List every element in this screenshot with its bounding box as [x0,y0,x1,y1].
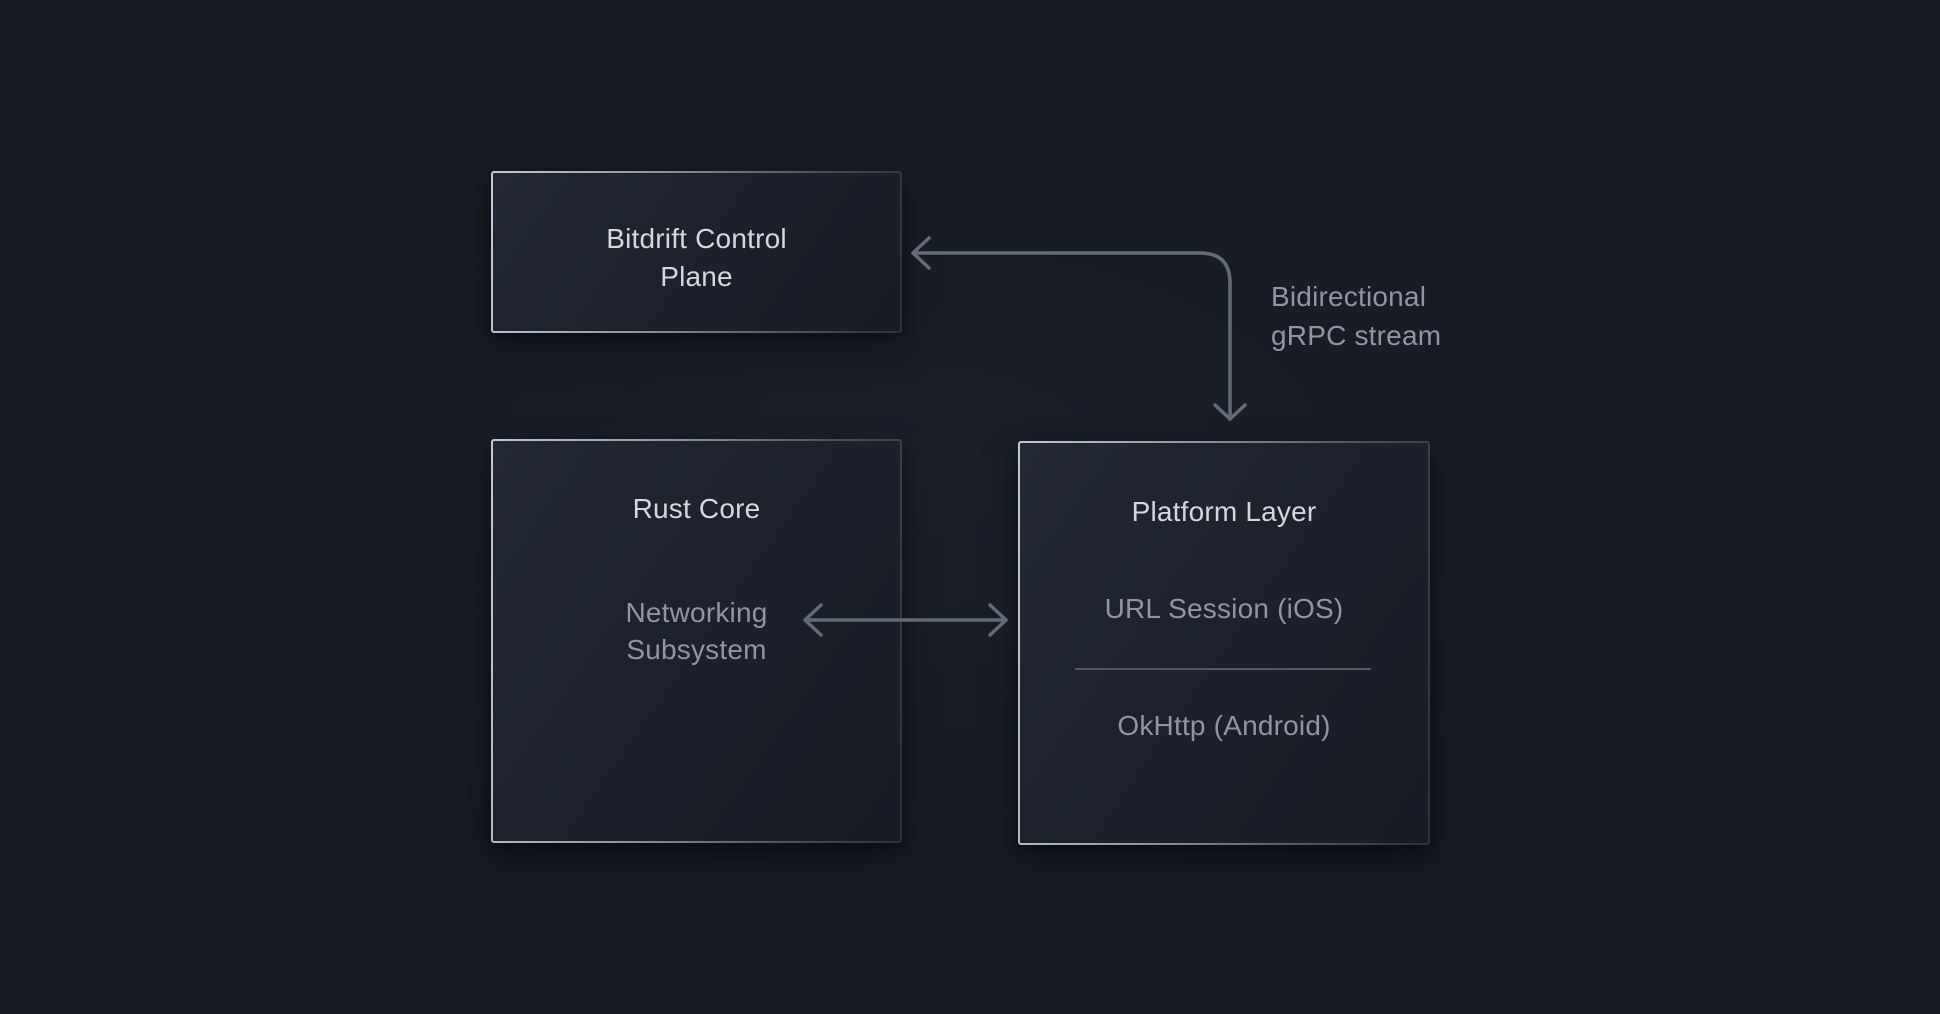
node-title: Rust Core [632,493,761,524]
platform-items-divider [1075,668,1371,670]
node-platform-layer: Platform Layer URL Session (iOS) OkHttp … [1018,441,1430,845]
node-bitdrift-control-plane: Bitdrift Control Plane [491,171,902,333]
grpc-arrow-left-chevron-icon [911,236,931,270]
node-sublabel-okhttp-android: OkHttp (Android) [1117,710,1331,741]
node-title: Bitdrift Control Plane [606,223,787,292]
grpc-arrow-elbow-line [911,251,1232,421]
grpc-arrow-down-chevron-icon [1213,403,1247,421]
grpc-stream-label: Bidirectional gRPC stream [1271,281,1442,351]
node-rust-core: Rust Core Networking Subsystem [491,439,902,843]
core-platform-right-chevron-icon [988,603,1008,637]
node-sublabel-networking-subsystem: Networking Subsystem [625,597,768,665]
node-sublabel-url-session-ios: URL Session (iOS) [1104,593,1344,624]
grpc-bidirectional-arrow [911,236,1247,421]
node-title: Platform Layer [1131,496,1317,527]
